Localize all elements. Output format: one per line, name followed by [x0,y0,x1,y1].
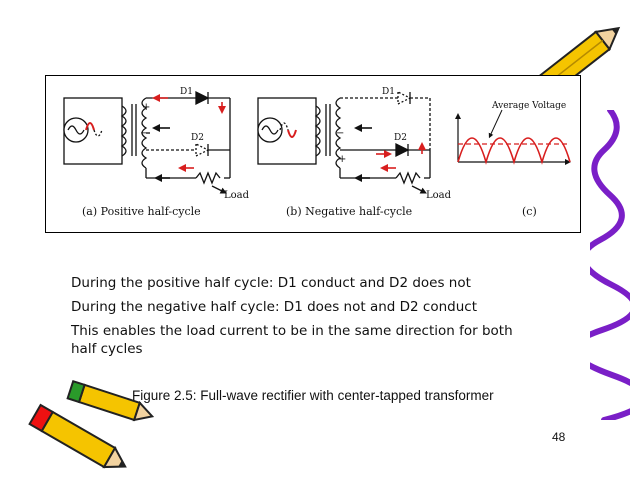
caption-c: (c) [522,205,537,218]
plus-label-b: + [338,154,346,165]
figure-caption: Figure 2.5: Full-wave rectifier with cen… [132,388,494,403]
load-label-b: Load [426,190,452,201]
page-number: 48 [552,430,566,444]
panel-c [455,109,571,165]
minus-label-a: − [140,128,148,139]
minus-label-b: − [336,128,344,139]
d1-label-a: D1 [180,87,193,97]
pencil-icon [66,379,155,422]
circuit-diagrams: D1 D2 + − Load (a) Positive half-cycle [63,87,571,218]
same-direction-text: This enables the load current to be in t… [71,323,513,357]
caption-a: (a) Positive half-cycle [82,205,201,218]
plus-label-a: + [142,102,150,113]
wavy-line [590,110,630,420]
pencil-icon [28,403,127,469]
panel-a [63,90,231,194]
d1-label-b: D1 [382,87,395,97]
d2-label-b: D2 [394,133,407,143]
panel-b [257,90,431,194]
d2-label-a: D2 [191,133,204,143]
load-label-a: Load [224,190,250,201]
average-voltage-label: Average Voltage [491,101,566,111]
positive-cycle-text: During the positive half cycle: D1 condu… [71,275,471,291]
rectifier-figure: D1 D2 + − Load (a) Positive half-cycle [45,75,581,233]
negative-cycle-text: During the negative half cycle: D1 does … [71,299,477,315]
caption-b: (b) Negative half-cycle [286,205,412,218]
